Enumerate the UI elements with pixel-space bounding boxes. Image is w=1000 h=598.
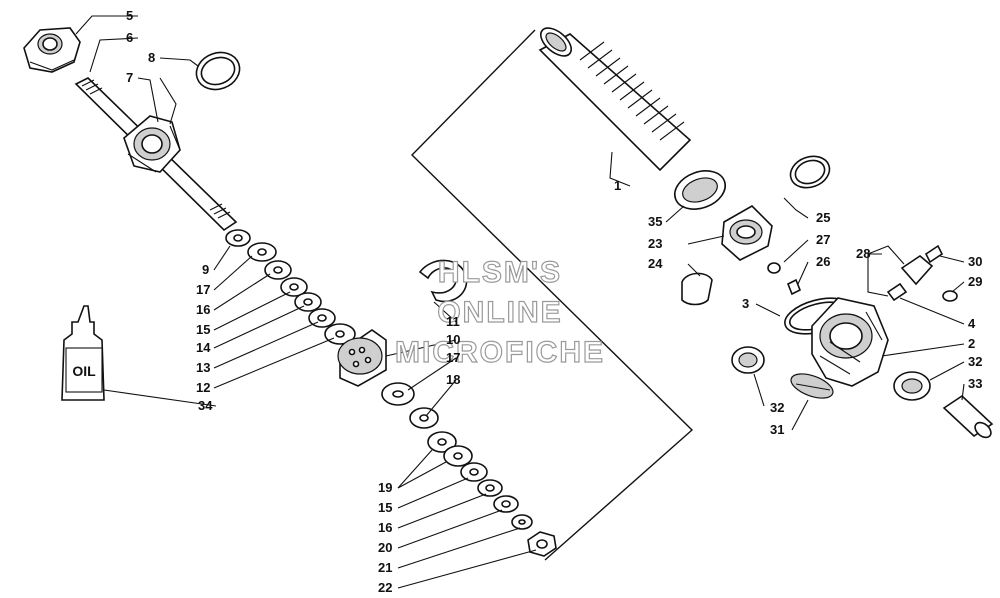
callout-30: 30 xyxy=(968,254,982,269)
watermark-line-1: HLSM'S xyxy=(438,256,562,289)
callout-16-lower: 16 xyxy=(378,520,392,535)
callout-27: 27 xyxy=(816,232,830,247)
callout-29: 29 xyxy=(968,274,982,289)
callout-9: 9 xyxy=(202,262,209,277)
seal-o-ring xyxy=(789,155,831,189)
callout-3: 3 xyxy=(742,296,749,311)
o-ring-part xyxy=(195,51,241,91)
oil-bottle: OIL xyxy=(61,305,105,401)
callout-20: 20 xyxy=(378,540,392,555)
eyelet-part xyxy=(23,27,81,73)
watermark: HLSM'S ONLINE MICROFICHE xyxy=(394,255,605,369)
end-cap-ring xyxy=(674,170,726,210)
callout-labels: 5 6 8 7 9 17 16 15 14 13 12 34 11 10 17 … xyxy=(126,8,982,595)
callout-5: 5 xyxy=(126,8,133,23)
callout-28: 28 xyxy=(856,246,870,261)
bushing-right xyxy=(893,371,931,401)
watermark-line-2: ONLINE xyxy=(437,296,562,329)
shim-stack-left xyxy=(225,229,356,345)
bearing-part xyxy=(721,205,773,261)
callout-32-left: 32 xyxy=(770,400,784,415)
callout-1: 1 xyxy=(614,178,621,193)
callout-23: 23 xyxy=(648,236,662,251)
washer-stack-center xyxy=(381,382,439,429)
small-o-ring xyxy=(767,262,781,274)
callout-18: 18 xyxy=(446,372,460,387)
callout-14: 14 xyxy=(196,340,211,355)
shock-cylinder xyxy=(538,27,692,172)
assembly-bracket xyxy=(411,29,694,561)
schrader-valve xyxy=(886,244,958,302)
callout-24: 24 xyxy=(648,256,663,271)
piston-part xyxy=(337,329,387,387)
callout-6: 6 xyxy=(126,30,133,45)
callout-22: 22 xyxy=(378,580,392,595)
callout-34: 34 xyxy=(198,398,213,413)
callout-17-center: 17 xyxy=(446,350,460,365)
callout-17-left: 17 xyxy=(196,282,210,297)
callout-15-left: 15 xyxy=(196,322,210,337)
callout-4: 4 xyxy=(968,316,976,331)
callout-2: 2 xyxy=(968,336,975,351)
callout-19: 19 xyxy=(378,480,392,495)
callout-32-right: 32 xyxy=(968,354,982,369)
callout-35: 35 xyxy=(648,214,662,229)
reservoir-housing xyxy=(811,297,889,387)
retaining-clip xyxy=(418,259,468,303)
watermark-line-3: MICROFICHE xyxy=(395,336,605,369)
seal-head-part xyxy=(123,115,181,173)
callout-8: 8 xyxy=(148,50,155,65)
callout-15-lower: 15 xyxy=(378,500,392,515)
callout-11: 11 xyxy=(446,314,460,329)
callout-13: 13 xyxy=(196,360,210,375)
callout-26: 26 xyxy=(816,254,830,269)
bushing-left xyxy=(731,346,765,374)
callout-16-left: 16 xyxy=(196,302,210,317)
callout-7: 7 xyxy=(126,70,133,85)
valve-pin xyxy=(786,278,802,296)
callout-10: 10 xyxy=(446,332,460,347)
callout-33: 33 xyxy=(968,376,982,391)
callout-31: 31 xyxy=(770,422,784,437)
sleeve-part xyxy=(942,394,994,439)
oil-bottle-label: OIL xyxy=(72,363,96,379)
leader-lines xyxy=(75,15,965,589)
callout-12: 12 xyxy=(196,380,210,395)
rubber-pad xyxy=(790,373,834,399)
callout-25: 25 xyxy=(816,210,830,225)
split-ring xyxy=(681,272,713,306)
callout-21: 21 xyxy=(378,560,392,575)
